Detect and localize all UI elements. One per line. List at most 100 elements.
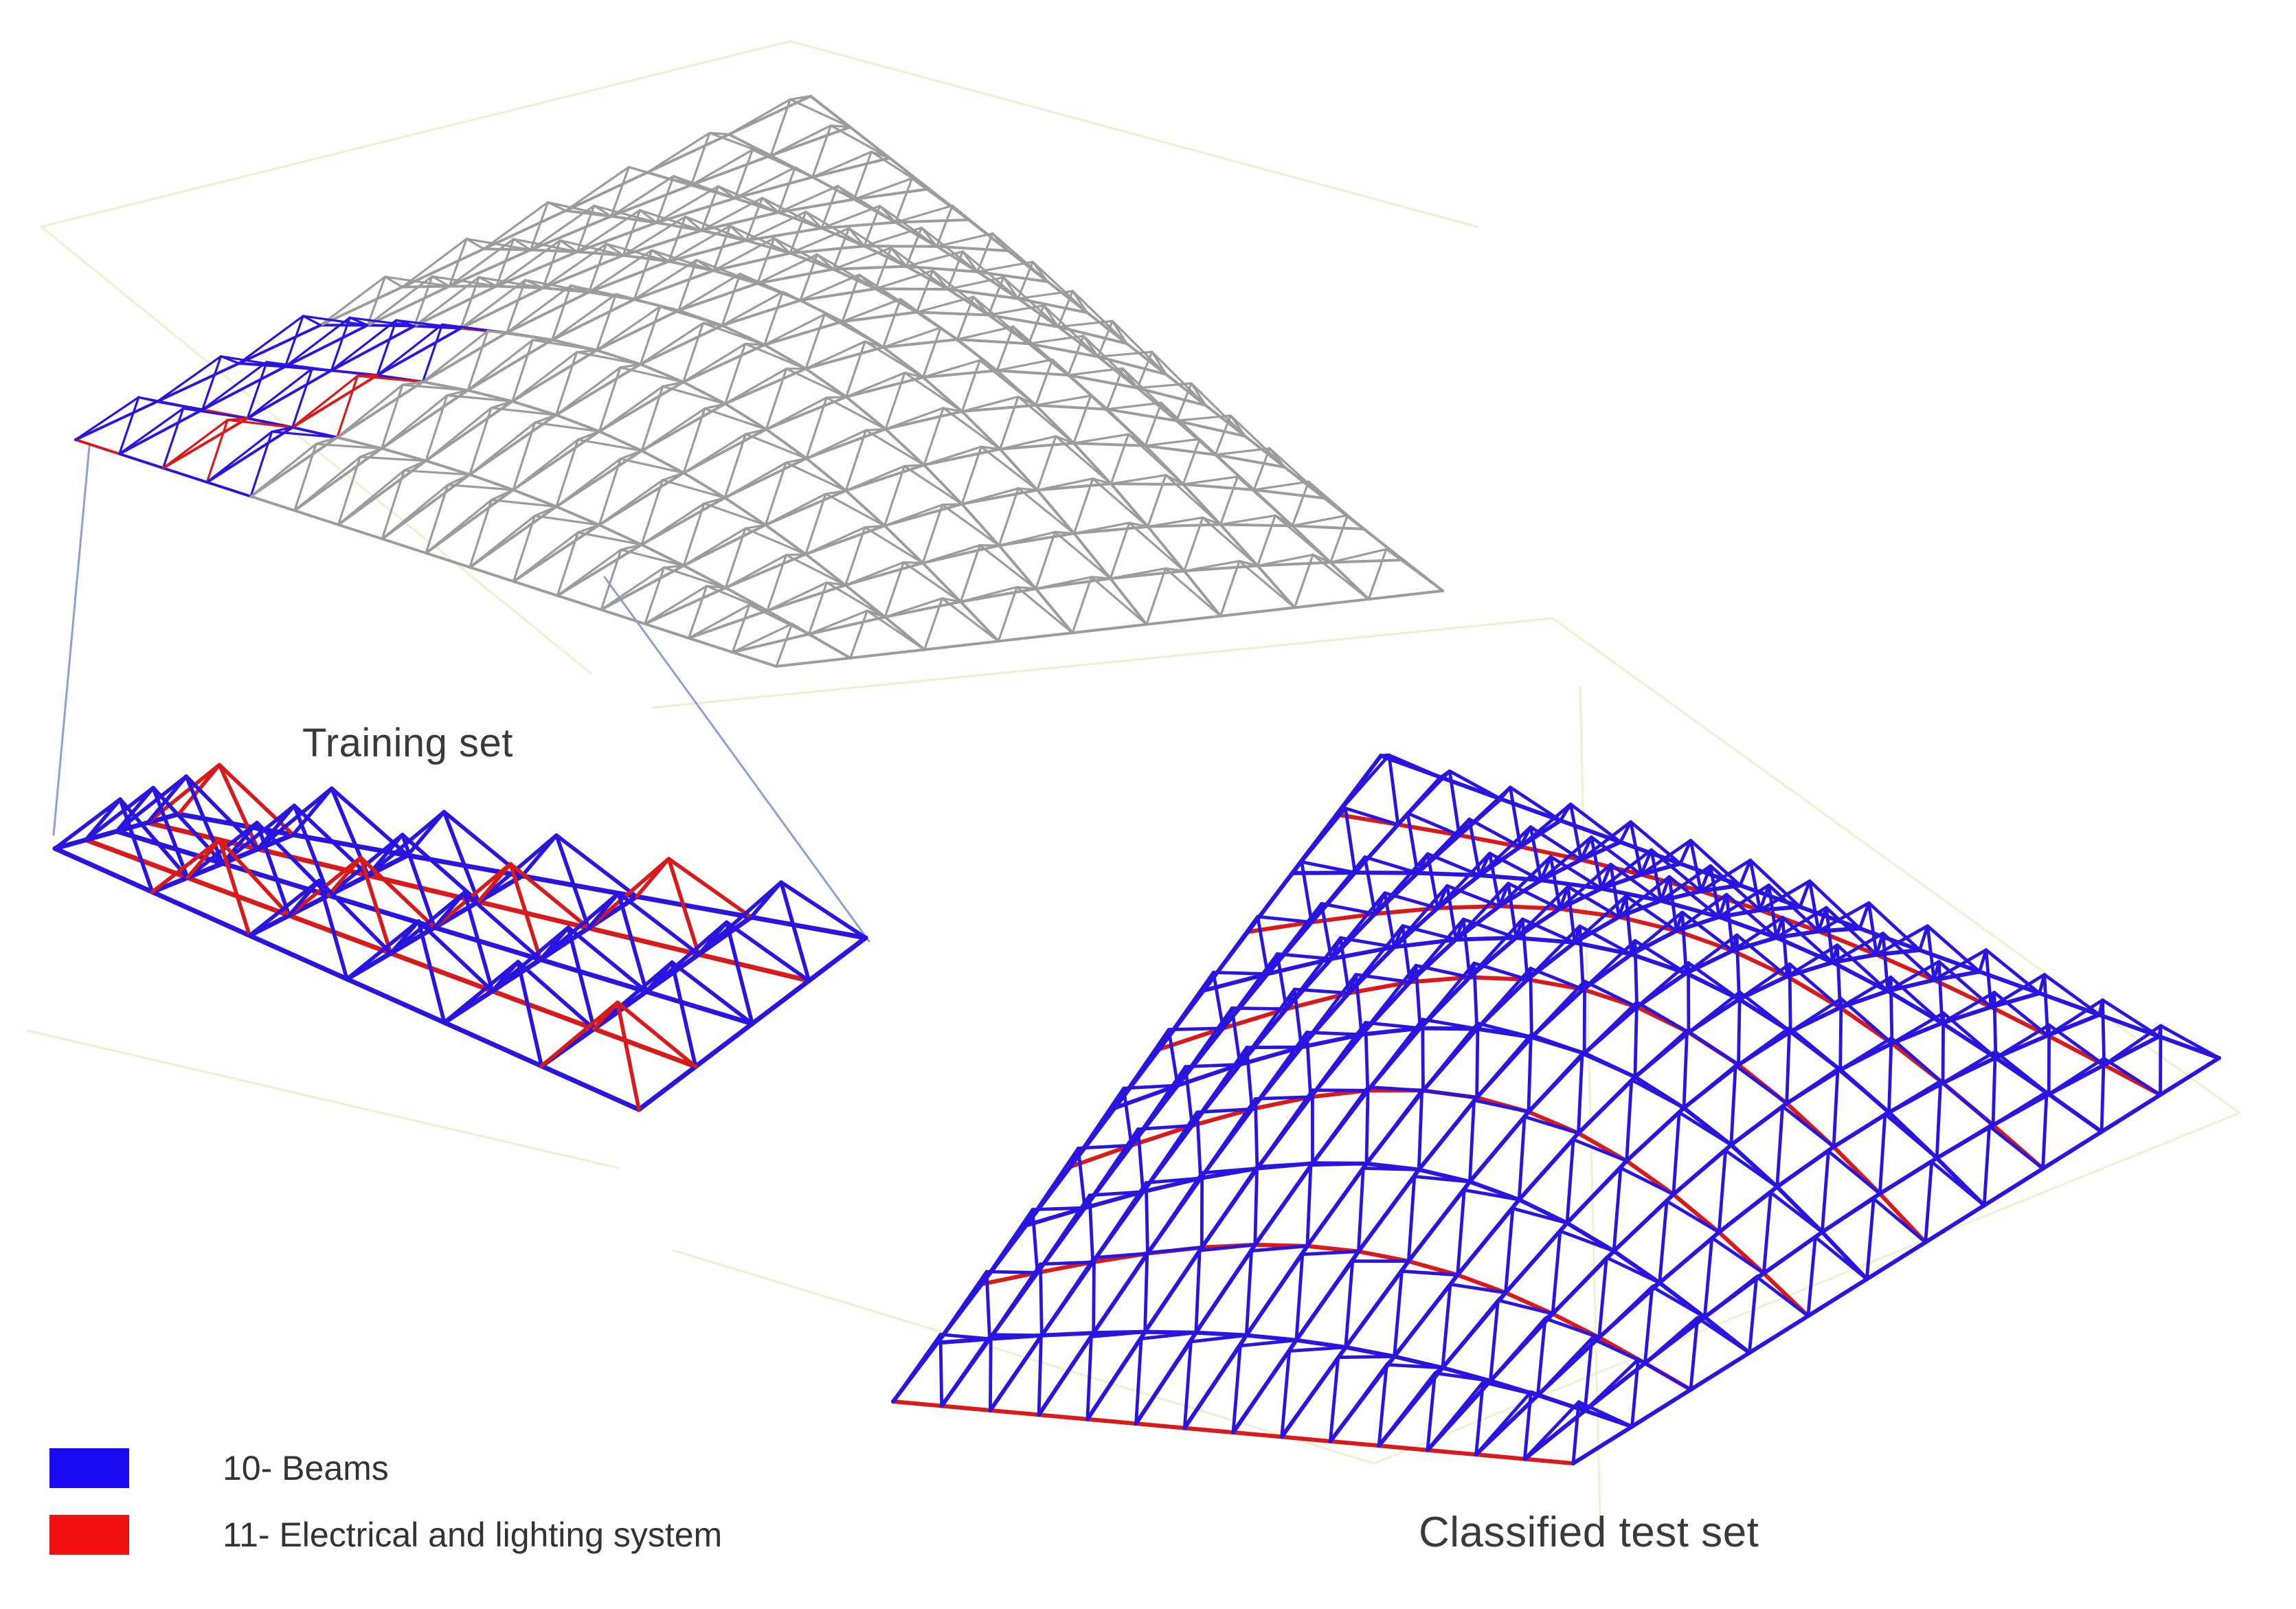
test-member-chord xyxy=(1237,1045,1304,1067)
training-member-chord xyxy=(475,899,592,931)
full-model-member-diagonal xyxy=(1109,521,1131,580)
test-member-diagonal xyxy=(1305,1031,1364,1037)
test-member-diagonal xyxy=(1696,1316,1751,1355)
training-member-diagonal xyxy=(184,774,225,866)
test-member-chord xyxy=(1932,978,1994,1009)
test-member-diagonal xyxy=(1689,839,1703,893)
full-model-member-diagonal xyxy=(883,464,906,527)
test-member-diagonal xyxy=(1982,1124,1992,1207)
full-model-member-diagonal xyxy=(951,204,1010,252)
full-model-member-chord xyxy=(956,338,1031,346)
full-model-member-diagonal xyxy=(238,315,304,365)
full-model-member-diagonal xyxy=(690,148,754,186)
test-member-diagonal xyxy=(1636,1358,1693,1392)
test-member-diagonal xyxy=(1244,1249,1253,1337)
training-member-diagonal xyxy=(539,1000,620,1068)
training-member-diagonal xyxy=(697,880,783,956)
full-model-member-chord xyxy=(728,95,812,136)
test-member-chord xyxy=(1525,977,1586,992)
test-member-diagonal xyxy=(1418,961,1476,1030)
full-model-member-diagonal xyxy=(640,385,664,452)
training-member-diagonal xyxy=(442,960,520,1025)
full-model-member-diagonal xyxy=(559,239,624,257)
full-model-member-diagonal xyxy=(804,493,827,556)
full-model-member-diagonal xyxy=(1057,319,1114,328)
training-member-chord xyxy=(538,957,649,994)
test-member-diagonal xyxy=(1250,1031,1309,1111)
test-member-diagonal xyxy=(1136,1124,1194,1131)
test-member-diagonal xyxy=(1085,1337,1143,1421)
test-member-diagonal xyxy=(1377,1371,1437,1448)
test-member-diagonal xyxy=(1543,1316,1601,1340)
full-model-member-diagonal xyxy=(1110,433,1130,485)
test-member-diagonal xyxy=(1426,1380,1485,1452)
full-model-member-diagonal xyxy=(820,185,839,229)
test-member-chord xyxy=(1467,975,1530,982)
test-member-diagonal xyxy=(1508,785,1562,822)
full-model-member-diagonal xyxy=(622,215,687,257)
test-member-diagonal xyxy=(1762,1235,1817,1275)
test-member-diagonal xyxy=(1426,1371,1437,1452)
test-member-diagonal xyxy=(1255,1161,1314,1169)
full-model-member-diagonal xyxy=(829,124,852,128)
test-member-diagonal xyxy=(988,1262,1042,1341)
full-model-member-diagonal xyxy=(598,458,622,526)
full-model-member-diagonal xyxy=(425,499,493,554)
full-model-member-diagonal xyxy=(421,323,444,383)
full-model-member-diagonal xyxy=(721,291,785,327)
full-model-member-chord xyxy=(1219,523,1294,528)
test-member-diagonal xyxy=(1824,905,1878,956)
test-member-diagonal xyxy=(1878,1112,1887,1195)
training-member-chord xyxy=(432,925,543,963)
test-member-diagonal xyxy=(1363,855,1419,875)
full-model-member-diagonal xyxy=(921,359,981,379)
full-model-member-chord xyxy=(633,269,715,301)
test-member-diagonal xyxy=(1549,855,1562,911)
full-model-member-chord xyxy=(205,480,252,498)
classified-test-set-truss xyxy=(891,753,2221,1465)
test-member-diagonal xyxy=(1717,1191,1772,1234)
training-member-diagonal xyxy=(84,785,155,842)
test-member-diagonal xyxy=(1527,1052,1584,1114)
full-model-member-chord xyxy=(731,633,811,654)
full-model-member-diagonal xyxy=(1072,433,1130,445)
full-model-member-chord xyxy=(1293,598,1371,609)
test-member-diagonal xyxy=(1775,1104,1785,1189)
full-model-member-diagonal xyxy=(1017,395,1075,445)
training-member-diagonal xyxy=(359,855,393,956)
test-member-diagonal xyxy=(1633,1028,1689,1079)
training-member-diagonal xyxy=(118,797,155,894)
full-model-member-diagonal xyxy=(785,368,848,398)
full-model-member-chord xyxy=(482,247,532,251)
full-model-member-chord xyxy=(161,416,249,470)
full-model-member-chord xyxy=(921,561,963,603)
test-member-diagonal xyxy=(1088,1193,1094,1264)
test-member-diagonal xyxy=(1699,858,1753,893)
full-model-member-chord xyxy=(687,636,734,654)
full-model-member-diagonal xyxy=(864,427,887,431)
full-model-member-chord xyxy=(809,95,852,128)
test-member-chord xyxy=(2037,991,2102,1017)
test-member-diagonal xyxy=(1529,1033,1586,1055)
full-model-member-diagonal xyxy=(1096,350,1153,358)
test-member-diagonal xyxy=(938,1333,944,1408)
full-model-member-diagonal xyxy=(791,622,852,660)
training-member-chord xyxy=(490,989,597,1031)
full-model-member-chord xyxy=(831,265,908,271)
full-model-member-diagonal xyxy=(1144,401,1163,447)
test-member-diagonal xyxy=(1195,1107,1254,1114)
full-model-member-diagonal xyxy=(638,209,658,224)
test-member-diagonal xyxy=(1305,1163,1313,1248)
test-member-diagonal xyxy=(1729,1104,1785,1147)
full-model-member-chord xyxy=(884,427,926,466)
full-model-member-diagonal xyxy=(832,227,851,271)
test-member-diagonal xyxy=(1255,1088,1314,1171)
training-member-diagonal xyxy=(217,837,291,918)
full-model-member-diagonal xyxy=(1017,487,1076,535)
test-member-diagonal xyxy=(2047,1057,2106,1096)
full-model-member-diagonal xyxy=(620,548,685,567)
full-model-member-diagonal xyxy=(413,275,434,328)
full-model-member-chord xyxy=(690,154,772,187)
full-model-member-diagonal xyxy=(923,597,944,651)
test-member-diagonal xyxy=(1511,1206,1569,1225)
